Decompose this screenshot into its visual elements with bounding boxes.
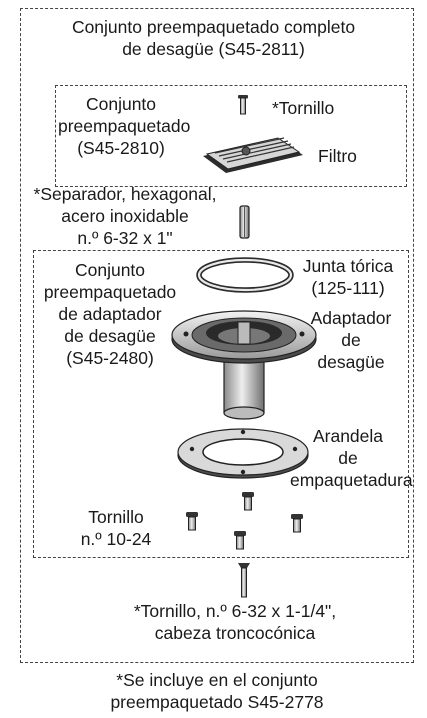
o-ring-label: Junta tórica (125-111) [302,256,394,298]
gasket-label: Arandela de empaquetadura [290,426,413,490]
screw-icon [238,95,248,115]
spacer-label: *Separador, hexagonal, acero inoxidable … [33,184,217,248]
drain-adapter-label: Adaptador de desagüe [310,308,392,372]
strainer-label: Filtro [318,146,357,166]
screw-10-24-icon [186,492,303,550]
complete-kit-label: Conjunto preempaquetado completo de desa… [71,17,356,59]
flat-screw-label: *Tornillo, n.º 6-32 x 1-1/4", cabeza tro… [133,601,337,643]
screw-10-24-label: Tornillo n.º 10-24 [80,507,152,549]
hex-spacer-icon [239,205,250,239]
strainer-icon [203,137,303,173]
o-ring-icon [196,257,294,293]
gasket-washer-icon [177,428,309,479]
adapter-kit-label: Conjunto preempaquetado de adaptador de … [43,260,177,368]
complete-kit-box [20,8,414,663]
adapter-kit-box [33,250,409,558]
strainer-kit-label: Conjunto preempaquetado (S45-2810) [58,94,191,158]
strainer-kit-box [55,85,407,187]
drain-adapter-icon [171,310,317,420]
flat-head-screw-icon [238,563,250,598]
footnote: *Se incluye en el conjunto preempaquetad… [110,670,324,712]
screw-label: *Tornillo [272,98,335,118]
